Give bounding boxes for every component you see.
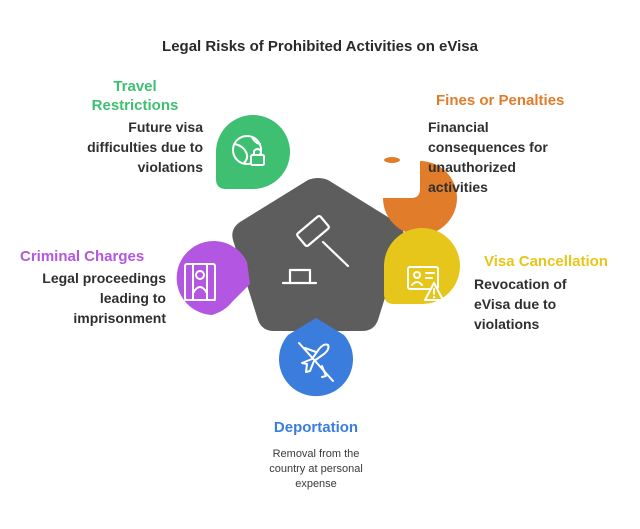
criminal-charges-description: Legal proceedings leading to imprisonmen…	[20, 268, 166, 328]
travel-restrictions-node	[216, 115, 290, 189]
travel-label-line1: Travel	[113, 78, 157, 95]
fines-desc-line: consequences for	[428, 139, 548, 155]
fines-penalties-node	[368, 138, 457, 235]
fines-desc-line: activities	[428, 179, 488, 195]
travel-label-line2: Restrictions	[91, 97, 179, 114]
center-pentagon	[232, 178, 404, 331]
deportation-desc-line: expense	[295, 478, 337, 490]
deportation-label: Deportation	[273, 419, 359, 436]
visa-cancellation-label: Visa Cancellation	[484, 253, 608, 270]
travel-desc-line: difficulties due to	[87, 139, 203, 155]
visa-cancellation-node	[384, 228, 460, 304]
globe-lock-icon	[232, 135, 265, 166]
fines-penalties-label: Fines or Penalties	[436, 92, 565, 109]
visa-desc-line: Revocation of	[474, 276, 567, 292]
criminal-desc-line: Legal proceedings	[42, 270, 166, 286]
visa-desc-line: eVisa due to	[474, 296, 557, 312]
criminal-desc-line: imprisonment	[73, 310, 166, 326]
coins-icon	[368, 138, 402, 174]
criminal-charges-label: Criminal Charges	[20, 248, 145, 265]
id-card-warning-icon	[407, 266, 444, 301]
visa-cancellation-description: Revocation of eVisa due to violations	[474, 274, 624, 334]
prisoner-icon	[184, 263, 216, 301]
travel-desc-line: violations	[137, 159, 203, 175]
visa-desc-line: violations	[474, 316, 540, 332]
deportation-desc-line: Removal from the	[272, 448, 360, 460]
diagram-title: Legal Risks of Prohibited Activities on …	[162, 38, 478, 55]
deportation-description: Removal from the country at personal exp…	[220, 447, 412, 492]
travel-desc-line: Future visa	[128, 119, 203, 135]
travel-restrictions-label: Travel Restrictions	[60, 77, 210, 115]
fines-penalties-description: Financial consequences for unauthorized …	[428, 117, 608, 197]
travel-restrictions-description: Future visa difficulties due to violatio…	[60, 117, 203, 177]
fines-desc-line: unauthorized	[428, 159, 516, 175]
deportation-node	[279, 318, 353, 397]
criminal-charges-node	[176, 241, 250, 315]
criminal-desc-line: leading to	[99, 290, 166, 306]
airplane-off-icon	[298, 342, 334, 382]
gavel-icon	[281, 214, 350, 285]
fines-desc-line: Financial	[428, 119, 489, 135]
deportation-desc-line: country at personal	[269, 463, 363, 475]
